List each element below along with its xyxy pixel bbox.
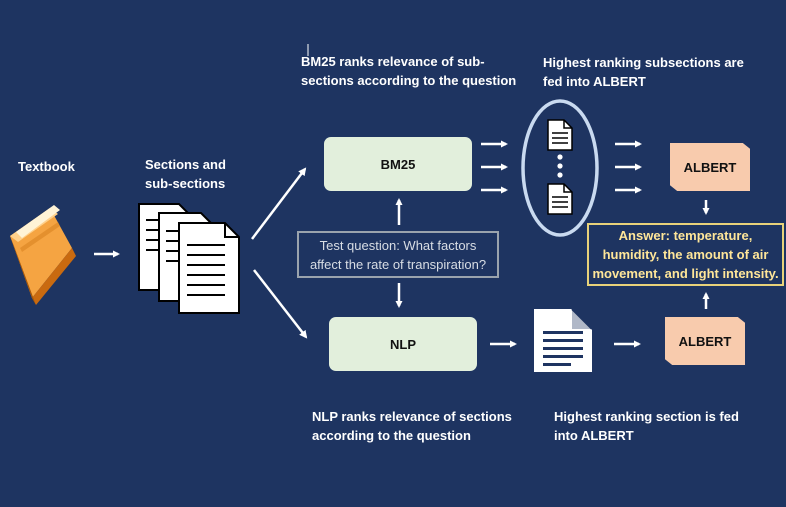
arrow-sections-to-bm25 [251, 167, 307, 240]
subsection-doc-icon-top [547, 119, 573, 151]
nlp-box: NLP [329, 317, 477, 371]
documents-stack-icon [138, 203, 240, 314]
albert-bottom-box: ALBERT [665, 317, 745, 365]
section-document-icon [534, 308, 593, 372]
nlp-caption: NLP ranks relevance of sections accordin… [312, 409, 512, 443]
sections-label: Sections and sub-sections [145, 157, 226, 191]
answer-box: Answer: temperature, humidity, the amoun… [587, 223, 784, 286]
bm25-caption: BM25 ranks relevance of sub- sections ac… [301, 54, 517, 88]
bm25-box: BM25 [324, 137, 472, 191]
book-icon [10, 205, 76, 305]
highest-subsections-caption: Highest ranking subsections are fed into… [543, 55, 744, 89]
highest-section-caption: Highest ranking section is fed into ALBE… [554, 409, 739, 443]
arrow-sections-to-nlp [253, 269, 308, 339]
test-question-box: Test question: What factors affect the r… [297, 231, 499, 278]
ellipsis-dots-icon [557, 154, 563, 178]
subsection-doc-icon-bottom [547, 183, 573, 215]
albert-top-box: ALBERT [670, 143, 750, 191]
subsections-ellipse [521, 99, 599, 237]
textbook-label: Textbook [18, 159, 75, 174]
